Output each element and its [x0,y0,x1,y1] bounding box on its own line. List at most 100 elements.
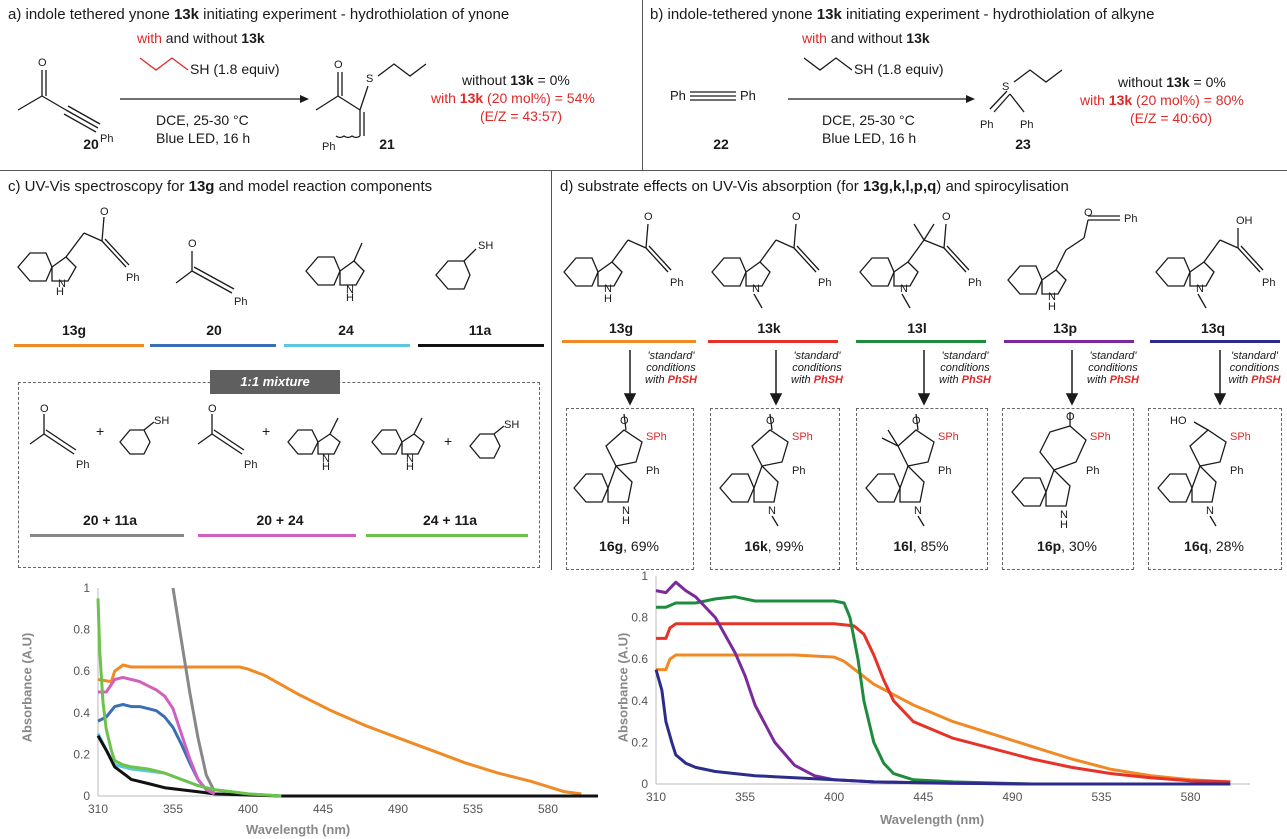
atom-h: H [56,286,64,298]
atom-oh: OH [1236,215,1253,227]
atom-n: N [752,283,760,295]
reagent-with: with [802,30,827,46]
atom-o: O [942,211,951,223]
atom-ph: Ph [1124,213,1137,225]
cond-phsh: PhSH [961,374,991,386]
substrate-13l-label: 13l [907,320,927,336]
atom-ph: Ph [322,141,335,153]
chart-left-ytick-label: 0.6 [73,664,90,678]
chart-right-xtick-label: 445 [913,790,933,804]
product-16l-label: 16l [893,538,913,554]
substrate-13k-label: 13k [757,320,781,336]
atom-n: N [346,284,354,296]
atom-ph: Ph [670,88,686,103]
atom-ph: Ph [234,296,247,308]
chart-left-xtick-label: 310 [88,802,108,816]
chart-right-series-13q [654,669,1231,786]
panel-a-heading: a) indole tethered ynone 13k initiating … [8,6,509,23]
panel-a-heading-prefix: a) indole tethered ynone [8,6,174,23]
chart-left-ylabel: Absorbance (A.U) [19,632,35,743]
cond-line2: conditions [646,362,696,374]
panel-d-heading-bold: 13g,k,l,p,q [862,178,937,195]
atom-o: O [1084,207,1093,219]
atom-sph: SPh [792,431,813,443]
color-key-13l [856,340,986,343]
compound-23-label: 23 [1015,136,1031,152]
color-key-24 [284,344,410,347]
panel-a-cond2: Blue LED, 16 h [156,130,251,146]
panel-a-cond1: DCE, 25-30 °C [156,112,249,128]
product-box-16l [856,408,988,570]
cond-line2: conditions [1229,362,1280,374]
panel-a-reagent: with and without 13k [137,30,265,46]
atom-sh: SH [154,415,169,427]
chart-left-ytick-label: 0 [83,789,90,803]
chart-right-ytick-label: 0.4 [631,694,648,708]
chart-left-ytick-label: 0.8 [73,623,90,637]
plus-sign: + [262,423,270,439]
cond-phsh: PhSH [1109,374,1139,386]
cond-line3: with [791,374,814,386]
product-16q-label: 16q [1184,538,1209,554]
color-key-13p [1004,340,1134,343]
atom-o: O [912,415,921,427]
color-key-13q [1150,340,1280,343]
chart-left-ytick-label: 1 [83,581,90,595]
chart-left-ytick-label: 0.4 [73,706,90,720]
res2-bold: 13k [459,90,484,106]
atom-ph: Ph [792,465,805,477]
panel-a-result-1: without 13k = 0% [462,72,570,88]
chart-left-series-20-11a [171,587,217,793]
substrate-13p-label: 13p [1052,320,1078,336]
res1-bold: 13k [1166,74,1190,90]
cond-line3: with [939,374,962,386]
res2-prefix: with [431,90,460,106]
chart-left-xtick-label: 535 [463,802,483,816]
diphenylacetylene-22-structure: Ph Ph [670,88,756,103]
compound-11a-label: 11a [468,322,492,338]
panel-a-result-2: with 13k (20 mol%) = 54% [431,90,595,106]
cond-phsh: PhSH [1251,374,1281,386]
panel-a-ez-ratio: (E/Z = 43:57) [480,108,563,124]
res1-prefix: without [1118,74,1167,90]
chart-right-ytick-label: 1 [641,569,648,583]
atom-ph: Ph [100,133,113,145]
chart-left-series-13g [97,663,582,796]
atom-sph: SPh [1230,431,1251,443]
cond-line2: conditions [940,362,990,374]
compound-24-label: 24 [338,322,354,338]
atom-n: N [58,278,66,290]
color-key-13g [562,340,696,343]
mixture-24-11a-label: 24 + 11a [422,512,478,528]
reagent-bold: 13k [906,30,930,46]
reaction-arrow-b [788,95,975,103]
yield-16p: 16p, 30% [1002,538,1132,554]
atom-n: N [622,505,630,517]
chart-left-xlabel: Wavelength (nm) [246,822,351,837]
atom-ph: Ph [938,465,951,477]
chart-right-xtick-label: 310 [646,790,666,804]
panel-b-heading-prefix: b) indole-tethered ynone [650,6,817,23]
atom-ph: Ph [980,119,993,131]
atom-n: N [1206,505,1214,517]
atom-o: O [40,403,49,415]
chart-right-xtick-label: 400 [824,790,844,804]
compound-21-label: 21 [379,136,395,152]
divider-top [0,170,1287,171]
mixture-badge: 1:1 mixture [210,370,340,394]
color-key-20 [150,344,276,347]
atom-sph: SPh [1090,431,1111,443]
atom-o: O [792,211,801,223]
atom-n: N [1048,291,1056,303]
reaction-arrow-a [120,95,309,103]
atom-o: O [100,206,109,218]
chart-right-xtick-label: 355 [735,790,755,804]
compound-13g-label: 13g [61,322,87,338]
chart-right-xtick-label: 580 [1181,790,1201,804]
product-box-16q [1148,408,1282,570]
panel-c-heading-suffix: and model reaction components [214,178,433,195]
chart-left-xtick-label: 490 [388,802,408,816]
res2-suffix: (20 mol%) = 80% [1132,92,1244,108]
res1-prefix: without [462,72,511,88]
